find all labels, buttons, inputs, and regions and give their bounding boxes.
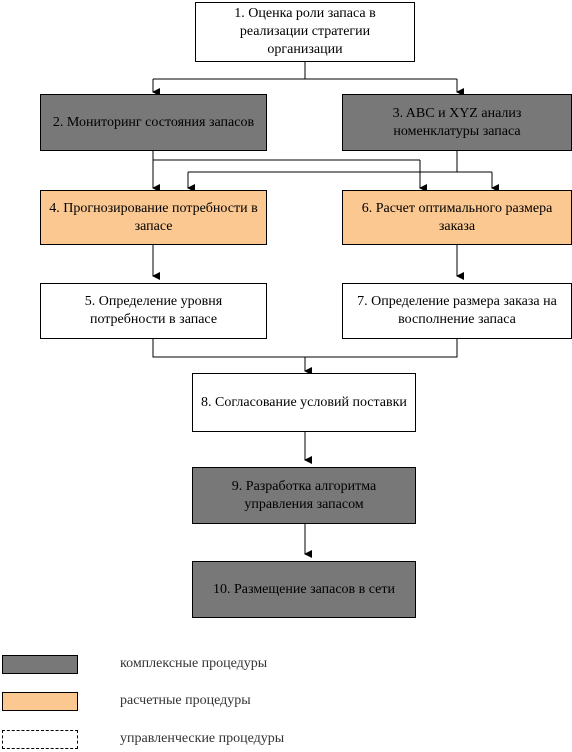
node-8-supply-terms: 8. Согласование условий поставки [192,373,416,432]
legend-label-complex: комплексные процедуры [120,656,268,671]
connector-2-3-to-4-6 [152,151,458,173]
connector-5-7-to-8 [152,339,458,358]
node-9-management-algorithm: 9. Разработка алгоритма управления запас… [192,467,416,524]
node-6-optimal-order-size: 6. Расчет оптимального размера заказа [342,190,572,245]
legend-swatch-calculation [2,692,78,711]
node-1-strategy-assessment: 1. Оценка роли запаса в реализации страт… [195,2,415,62]
node-2-inventory-monitoring: 2. Мониторинг состояния запасов [40,94,267,151]
node-5-demand-level: 5. Определение уровня потребности в запа… [40,283,267,339]
node-8-label: 8. Согласование условий поставки [201,394,407,410]
node-7-replenishment-order-size: 7. Определение размера заказа на восполн… [342,283,572,339]
connector-1-to-2-3 [153,62,457,80]
node-2-label: 2. Мониторинг состояния запасов [52,114,255,130]
node-4-demand-forecasting: 4. Прогнозирование потребности в запасе [40,190,267,245]
legend-label-calculation: расчетные процедуры [120,693,251,708]
node-4-label: 4. Прогнозирование потребности в запасе [49,200,258,234]
node-10-network-placement: 10. Размещение запасов в сети [192,561,416,618]
legend-swatch-complex [2,655,78,674]
node-9-label: 9. Разработка алгоритма управления запас… [231,478,377,512]
node-6-label: 6. Расчет оптимального размера заказа [361,200,553,234]
node-5-label: 5. Определение уровня потребности в запа… [84,294,223,327]
node-10-label: 10. Размещение запасов в сети [212,581,395,597]
node-3-label: 3. ABC и XYZ анализ номенклатуры запаса [392,105,522,139]
legend-label-management: управленческие процедуры [120,731,285,746]
node-1-label: 1. Оценка роли запаса в реализации страт… [234,6,376,57]
node-3-abc-xyz-analysis: 3. ABC и XYZ анализ номенклатуры запаса [342,94,572,151]
node-7-label: 7. Определение размера заказа на восполн… [357,294,557,327]
legend-swatch-management [2,730,78,749]
